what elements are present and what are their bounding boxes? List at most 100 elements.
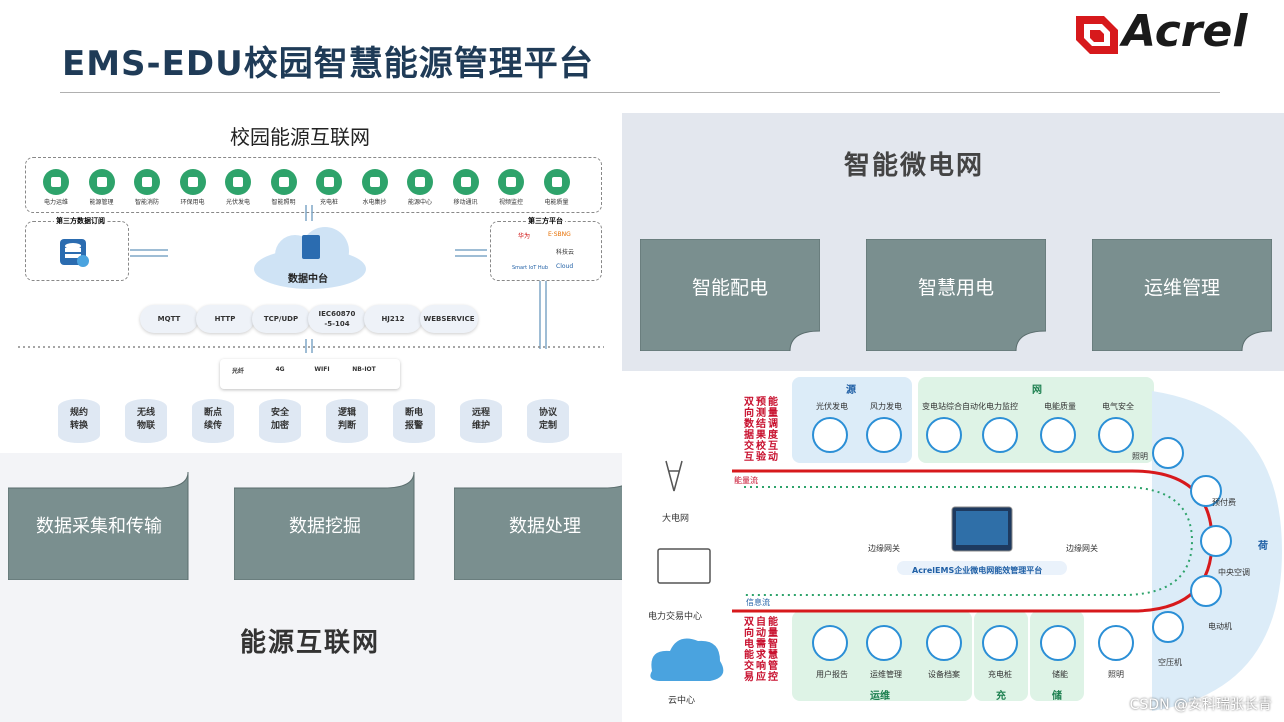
- function-cylinder: 无线 物联: [125, 399, 167, 443]
- ems-platform-name: AcrelEMS企业微电网能效管理平台: [912, 566, 1043, 575]
- app-label: 移动通讯: [453, 199, 478, 206]
- app-icon-item: 电能质量: [535, 169, 579, 206]
- app-icon-item: 环保用电: [171, 169, 215, 206]
- app-row-box: [25, 157, 602, 213]
- app-icon-item: 能源中心: [398, 169, 442, 206]
- function-cylinder: 协议 定制: [527, 399, 569, 443]
- app-icon-item: 能源管理: [80, 169, 124, 206]
- ems-bottom-storage: 储能: [1052, 670, 1068, 679]
- ems-node-trade: 电力交易中心: [648, 612, 703, 622]
- feature-card-processing: 数据处理: [454, 472, 636, 580]
- platform-huawei: 华为: [518, 233, 531, 240]
- app-icon: [270, 169, 297, 195]
- app-icon: [134, 169, 160, 195]
- ems-red-text: 预测结果校验: [756, 397, 766, 463]
- app-label: 充电桩: [319, 199, 338, 206]
- ems-item-monitor: 电力监控: [986, 402, 1018, 411]
- app-icon: [498, 169, 524, 195]
- app-icon-item: 电力运维: [34, 169, 78, 206]
- app-icon: [179, 169, 206, 195]
- app-label: 电力运维: [43, 199, 68, 206]
- card-smart-power: 智慧用电: [866, 239, 1046, 351]
- ems-source-label: 源: [846, 385, 856, 396]
- app-icon: [88, 169, 115, 195]
- app-icon-item: 充电桩: [307, 169, 351, 206]
- campus-arrows: [18, 205, 604, 353]
- feature-card-label: 数据采集和传输: [36, 516, 162, 537]
- ems-diagram: 源 网 荷 运维 充 储 光伏发电 风力发电 变电站综合自动化 电力监控 电能质…: [622, 371, 1284, 722]
- ems-item-wind: 风力发电: [870, 402, 902, 411]
- feature-card-label: 数据挖掘: [289, 516, 361, 537]
- app-icon-item: 光伏发电: [216, 169, 260, 206]
- campus-energy-panel: 校园能源互联网 电力运维 能源管理 智能消防环保用电 光伏发电 智能照明 充电桩 水电集抄 能…: [0, 113, 622, 453]
- feature-card-label: 数据处理: [509, 516, 581, 537]
- ems-info-flow: 信息流: [746, 598, 770, 607]
- ems-load-prepaid: 预付费: [1212, 498, 1236, 507]
- third-data-label: 第三方数据订阅: [54, 216, 107, 226]
- network-item: NB-IOT: [352, 366, 376, 373]
- network-item: WIFI: [314, 366, 330, 373]
- ems-red-text: 能量智慧管控: [768, 617, 778, 683]
- app-icon-item: 智能照明: [262, 169, 306, 206]
- data-center-cloud: [254, 227, 366, 289]
- function-cylinder: 断电 报警: [393, 399, 435, 443]
- ems-bottom-charger: 充电桩: [988, 670, 1012, 679]
- protocol-cloud: HTTP: [196, 305, 254, 333]
- database-icon: [60, 239, 89, 267]
- app-label: 光伏发电: [225, 199, 250, 206]
- card-label: 运维管理: [1143, 277, 1220, 299]
- app-label: 环保用电: [180, 199, 205, 206]
- ems-bottom-om: 运维管理: [870, 670, 902, 679]
- app-label: 电能质量: [544, 199, 569, 206]
- app-icon: [452, 169, 479, 195]
- ems-energy-flow: 能量流: [734, 476, 758, 485]
- campus-title: 校园能源互联网: [230, 125, 370, 149]
- logo-text: Acrel: [1122, 6, 1248, 57]
- feature-card-collection: 数据采集和传输: [8, 472, 190, 580]
- ems-load-lighting: 照明: [1132, 452, 1148, 461]
- ems-item-safety: 电气安全: [1102, 402, 1134, 411]
- ems-red-text: 能量调度互动: [768, 397, 778, 463]
- ems-bottom-lighting: 照明: [1108, 670, 1124, 679]
- app-label: 智能照明: [271, 199, 296, 206]
- app-icon-item: 智能消防: [125, 169, 169, 206]
- ems-load-compressor: 空压机: [1158, 658, 1182, 667]
- ems-ops-label: 运维: [870, 691, 890, 702]
- protocol-cloud: TCP/UDP: [252, 305, 310, 333]
- app-icon: [407, 169, 433, 195]
- app-icon: [543, 169, 570, 195]
- function-cylinder: 断点 续传: [192, 399, 234, 443]
- card-label: 智能配电: [691, 277, 768, 299]
- ems-load-motor: 电动机: [1208, 622, 1232, 631]
- protocol-cloud: MQTT: [140, 305, 198, 333]
- app-icon-item: 水电集抄: [353, 169, 397, 206]
- app-label: 水电集抄: [362, 199, 387, 206]
- ems-item-quality: 电能质量: [1044, 402, 1076, 411]
- app-icon: [43, 169, 69, 195]
- ems-graphics: [650, 377, 1282, 711]
- network-item: 光纤: [231, 368, 244, 375]
- network-bar: [220, 359, 400, 389]
- microgrid-title: 智能微电网: [844, 151, 985, 181]
- energy-internet-caption: 能源互联网: [240, 628, 381, 658]
- ems-grid-label: 网: [1032, 385, 1042, 396]
- acrel-logo: Acrel: [1074, 6, 1274, 60]
- function-cylinder: 远程 维护: [460, 399, 502, 443]
- app-icon-item: 移动通讯: [444, 169, 488, 206]
- microgrid-panel: 智能微电网 智能配电 智慧用电 运维管理: [622, 113, 1284, 371]
- ems-storage-label: 储: [1052, 691, 1062, 702]
- app-icon: [361, 169, 388, 195]
- app-icon: [225, 169, 251, 195]
- ems-node-cloud: 云中心: [668, 696, 696, 706]
- platform-iot-hub: Smart IoT Hub: [512, 265, 548, 271]
- function-cylinder: 安全 加密: [259, 399, 301, 443]
- ems-bottom-report: 用户报告: [816, 670, 848, 679]
- app-label: 能源管理: [89, 199, 114, 206]
- ems-red-text: 双向电能交易: [744, 617, 754, 683]
- app-icon-item: 视频监控: [489, 169, 533, 206]
- title-divider: [60, 92, 1220, 93]
- feature-card-mining: 数据挖掘: [234, 472, 416, 580]
- protocol-cloud: HJ212: [364, 305, 422, 333]
- ems-load-label: 荷: [1258, 541, 1268, 552]
- protocol-cloud: IEC60870 -5-104: [308, 305, 366, 333]
